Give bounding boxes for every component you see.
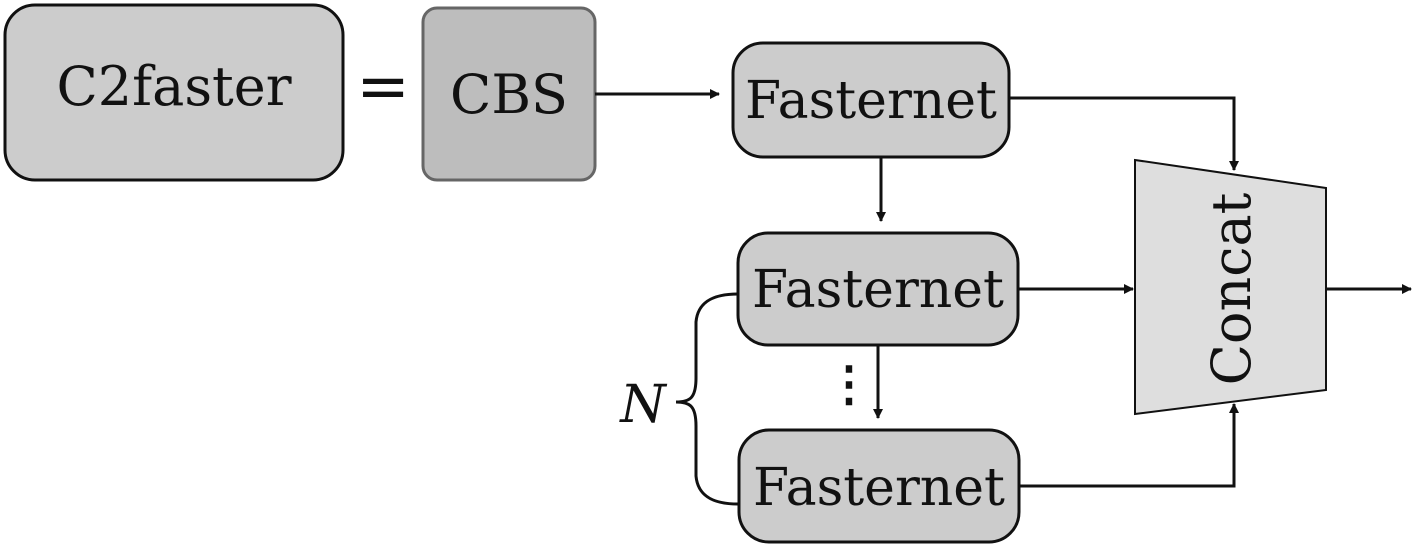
fasternet-bottom-label: Fasternet (753, 458, 1005, 518)
concat-label: Concat (1200, 192, 1263, 385)
fasternet-top-box (731, 41, 1011, 159)
concat-trapezoid (1134, 158, 1327, 416)
cbs-block: CBS (421, 6, 597, 182)
n-brace (675, 292, 739, 506)
n-repeat-label: N (618, 375, 667, 435)
c2faster-block: C2faster (3, 3, 345, 182)
ellipsis-dots: ⋮ (825, 356, 873, 412)
fasternet-top-label: Fasternet (745, 71, 997, 131)
cbs-label: CBS (450, 63, 568, 126)
fasternet-mid-label: Fasternet (752, 260, 1004, 320)
fasternet-top-block: Fasternet (731, 41, 1011, 159)
fasternet-bottom-block: Fasternet (737, 428, 1021, 544)
c2faster-box (3, 3, 345, 182)
equals-sign: = (356, 50, 410, 124)
concat-block: Concat (1134, 158, 1327, 416)
arrow-fasternet-top-to-concat (1009, 96, 1239, 171)
fasternet-mid-block: Fasternet (736, 231, 1020, 347)
c2faster-label: C2faster (56, 55, 291, 118)
arrow-fasternet-bottom-to-concat (1019, 403, 1239, 488)
